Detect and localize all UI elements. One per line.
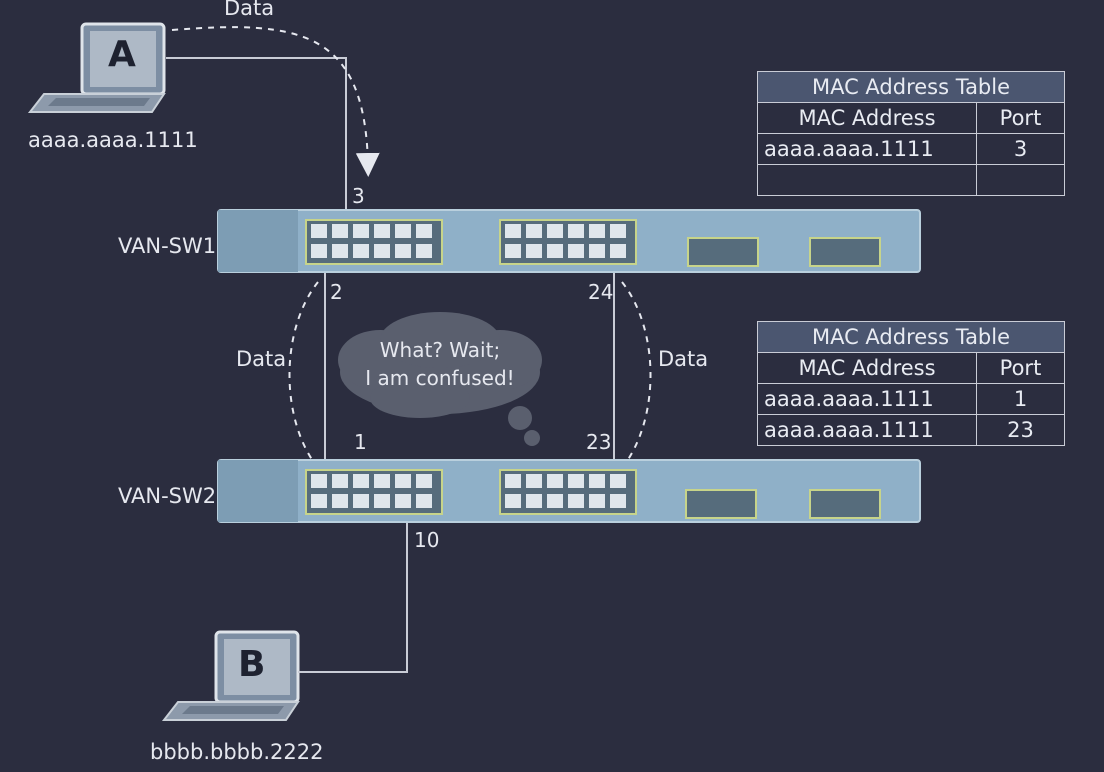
port-cell: 3 — [976, 133, 1065, 165]
mac-cell: aaaa.aaaa.1111 — [757, 133, 977, 165]
data-flows — [171, 26, 652, 469]
flow-left-loop — [288, 281, 319, 469]
mac-table-sw2-header-port: Port — [976, 352, 1065, 384]
table-row — [757, 164, 1065, 196]
flow-right-loop — [621, 281, 652, 469]
mac-table-sw1: MAC Address Table MAC Address Port aaaa.… — [757, 71, 1065, 196]
table-row: aaaa.aaaa.1111 3 — [757, 133, 1065, 165]
flow-a-to-sw1 — [171, 26, 380, 177]
port-label-sw2-10: 10 — [414, 528, 440, 552]
cloud-line-1: What? Wait; — [379, 338, 501, 362]
data-label-right: Data — [658, 347, 709, 371]
port-cell: 23 — [976, 414, 1065, 446]
mac-cell — [757, 164, 977, 196]
mac-cell: aaaa.aaaa.1111 — [757, 414, 977, 446]
data-label-left: Data — [236, 347, 287, 371]
laptop-a-letter: A — [108, 34, 136, 75]
port-label-sw1-24: 24 — [588, 280, 614, 304]
port-label-sw2-23: 23 — [586, 430, 612, 454]
table-row: aaaa.aaaa.1111 1 — [757, 383, 1065, 415]
cloud-line-2: I am confused! — [365, 366, 515, 390]
cloud-text: What? Wait; I am confused! — [330, 336, 550, 392]
data-label-top: Data — [224, 0, 275, 20]
mac-table-sw1-header-port: Port — [976, 102, 1065, 134]
port-label-sw1-3: 3 — [352, 184, 365, 208]
switch-sw2-name: VAN-SW2 — [118, 484, 217, 508]
port-cell — [976, 164, 1065, 196]
laptop-b-icon — [161, 630, 300, 721]
laptop-b-letter: B — [238, 644, 266, 685]
table-row: aaaa.aaaa.1111 23 — [757, 414, 1065, 446]
host-a-mac: aaaa.aaaa.1111 — [28, 128, 198, 152]
cable-sw2-to-b — [298, 512, 408, 673]
mac-table-sw1-header-mac: MAC Address — [757, 102, 977, 134]
switch-sw1-name: VAN-SW1 — [118, 234, 217, 258]
port-label-sw1-2: 2 — [330, 280, 343, 304]
port-label-sw2-1: 1 — [354, 430, 367, 454]
mac-table-sw2-header-mac: MAC Address — [757, 352, 977, 384]
laptop-a-icon — [27, 22, 166, 113]
switch-sw2-icon — [217, 459, 921, 523]
cable-a-to-sw1 — [166, 57, 347, 224]
mac-table-sw2: MAC Address Table MAC Address Port aaaa.… — [757, 321, 1065, 446]
mac-cell: aaaa.aaaa.1111 — [757, 383, 977, 415]
switch-sw1-icon — [217, 209, 921, 273]
mac-table-sw2-title: MAC Address Table — [757, 321, 1065, 353]
cables — [166, 57, 615, 673]
mac-table-sw1-title: MAC Address Table — [757, 71, 1065, 103]
port-cell: 1 — [976, 383, 1065, 415]
thought-cloud-icon — [338, 312, 542, 446]
host-b-mac: bbbb.bbbb.2222 — [150, 740, 324, 764]
